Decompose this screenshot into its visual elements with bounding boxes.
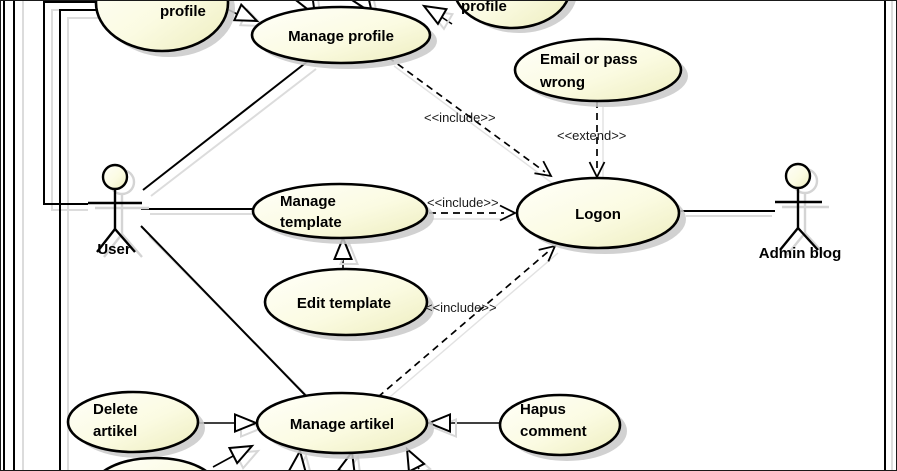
usecase-profile-top-left[interactable]: profile [94,0,235,57]
usecase-edit-template[interactable]: Edit template [263,267,434,341]
bottom-profile-routed-connector[interactable] [59,9,97,471]
assoc-user-manage-profile[interactable] [142,60,309,191]
include-label: <<include>> [425,300,497,315]
include-manage-profile-logon[interactable] [387,56,546,173]
actor-label: Admin blog [759,245,842,262]
usecase-label: Manage artikel [290,416,394,433]
usecase-profile-top-right[interactable]: profile [454,0,577,33]
usecase-manage-artikel[interactable]: Manage artikel [255,391,434,459]
usecase-label: template [280,214,342,231]
usecase-label: Delete [93,401,138,418]
usecase-delete-artikel[interactable]: Delete artikel [66,390,205,458]
usecase-bottom-partial[interactable] [93,456,224,471]
actor-admin-blog[interactable]: Admin blog [759,162,842,262]
include-label: <<include>> [424,110,496,125]
usecase-label: Logon [575,206,621,223]
actor-user[interactable]: User [88,163,149,258]
usecase-label: Manage profile [288,28,394,45]
usecase-label: Email or pass [540,51,638,68]
assoc-user-manage-artikel[interactable] [140,225,310,400]
usecase-manage-profile[interactable]: Manage profile [250,5,437,69]
usecase-label: comment [520,423,587,440]
usecase-logon[interactable]: Logon [515,176,686,254]
usecase-label: wrong [539,74,585,91]
usecase-label: Hapus [520,401,566,418]
extend-label: <<extend>> [557,128,626,143]
usecase-label: Edit template [297,295,391,312]
usecase-hapus-comment[interactable]: Hapus comment [498,393,627,461]
usecase-label: Manage [280,193,336,210]
usecase-manage-template[interactable]: Manage template [251,182,434,244]
usecase-label: artikel [93,423,137,440]
usecase-label: profile [461,0,507,15]
user-profile-routed-connector[interactable] [43,1,96,205]
actor-label: User [97,241,131,258]
usecase-email-or-pass-wrong[interactable]: Email or pass wrong [513,37,688,107]
include-label: <<include>> [427,195,499,210]
actor-head [101,163,129,191]
actor-head [784,162,812,190]
include-manage-artikel-logon[interactable] [377,249,551,398]
usecase-label: profile [160,3,206,20]
